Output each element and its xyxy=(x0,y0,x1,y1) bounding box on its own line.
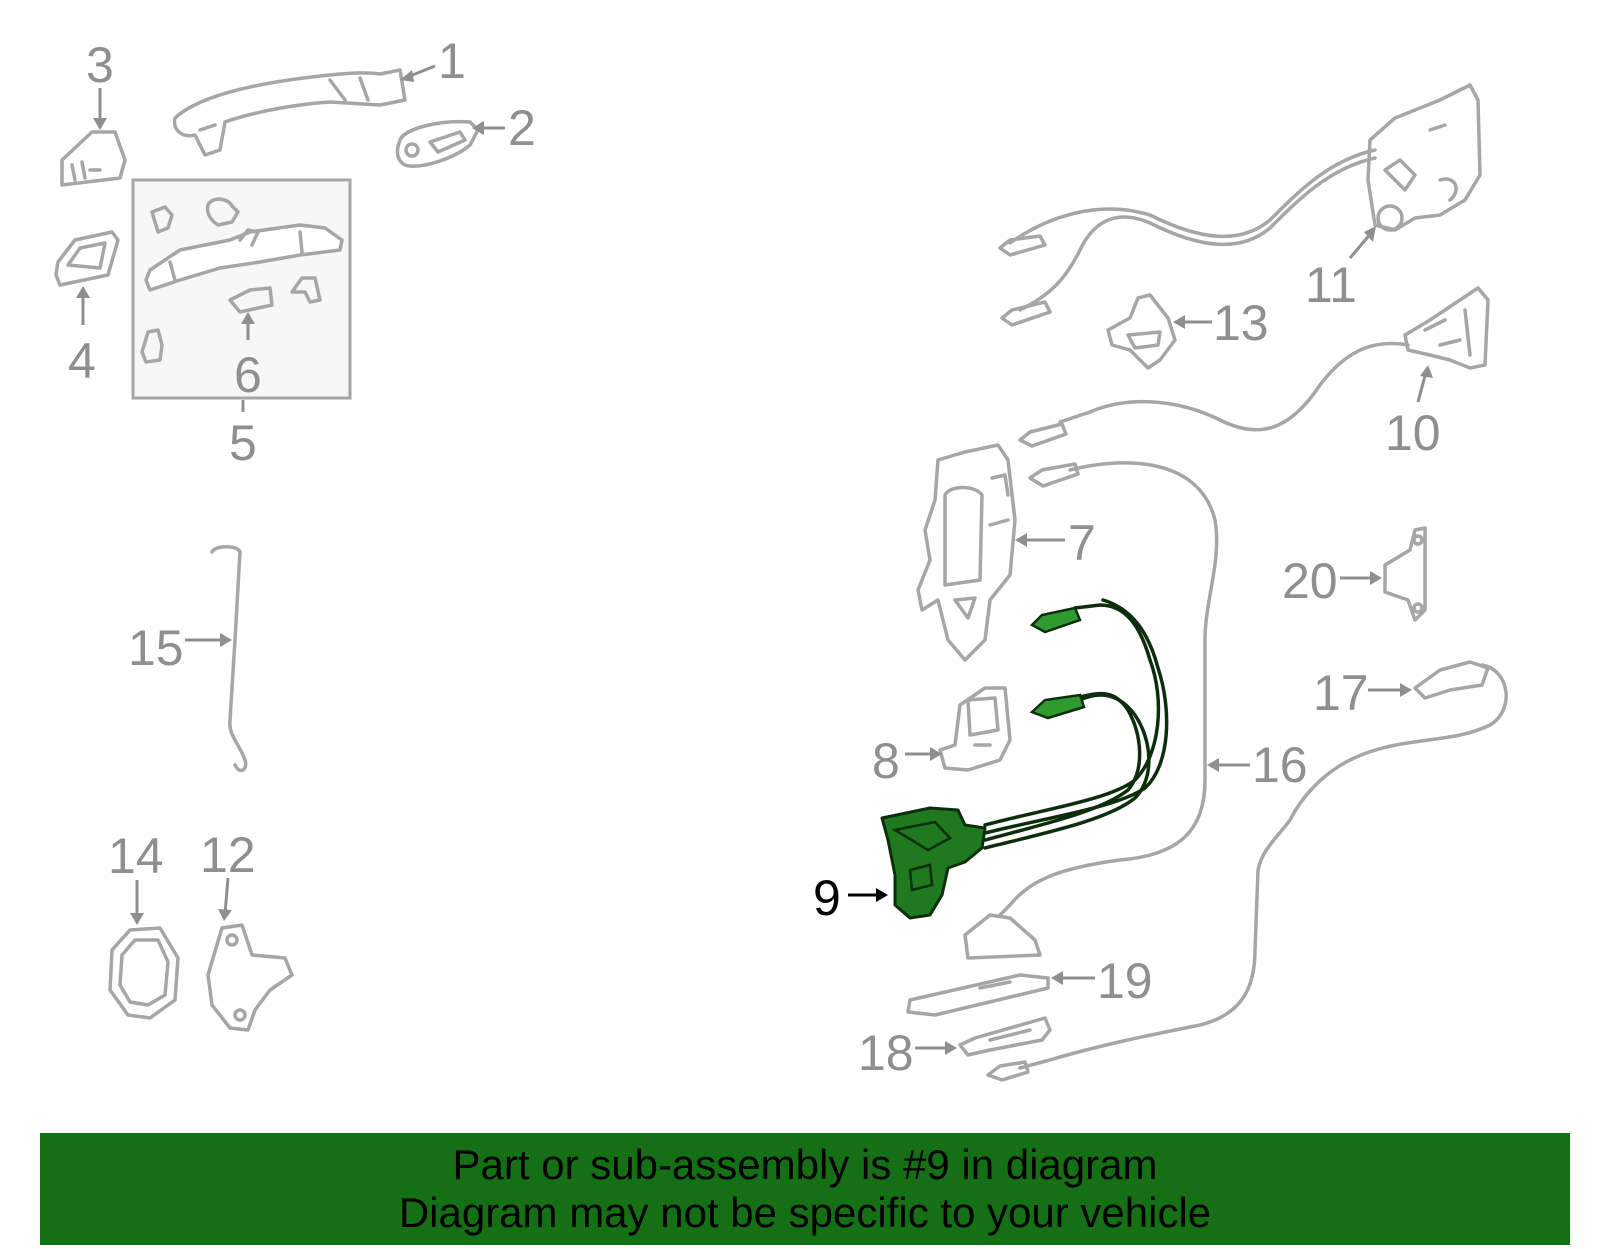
part-3-cover[interactable] xyxy=(60,130,127,187)
callout-1: 1 xyxy=(400,33,466,89)
part-15-rod[interactable] xyxy=(210,545,248,773)
part-7-lock-actuator[interactable] xyxy=(916,443,1017,662)
part-11-latch-assembly[interactable] xyxy=(998,83,1482,327)
svg-text:13: 13 xyxy=(1213,295,1269,351)
part-10-latch-cable[interactable] xyxy=(1018,286,1490,448)
banner-part-notice: Part or sub-assembly is #9 in diagram xyxy=(452,1141,1158,1188)
svg-text:12: 12 xyxy=(200,827,256,883)
part-14-seal[interactable] xyxy=(108,926,180,1020)
callout-4: 4 xyxy=(68,286,96,389)
part-9-latch-highlighted[interactable] xyxy=(880,598,1169,920)
parts-diagram: 1 2 3 4 xyxy=(54,33,1508,1082)
callout-11: 11 xyxy=(1305,226,1376,313)
part-2-escutcheon[interactable] xyxy=(395,119,480,168)
callout-18: 18 xyxy=(858,1025,957,1081)
callout-8: 8 xyxy=(872,733,942,789)
part-8-bracket[interactable] xyxy=(938,686,1012,772)
callout-6: 6 xyxy=(234,312,262,403)
svg-text:19: 19 xyxy=(1097,953,1153,1009)
callout-12: 12 xyxy=(200,827,256,921)
part-20-striker[interactable] xyxy=(1383,526,1427,622)
banner-disclaimer: Diagram may not be specific to your vehi… xyxy=(398,1189,1212,1236)
svg-text:4: 4 xyxy=(68,333,96,389)
part-1-outside-handle[interactable] xyxy=(172,68,407,157)
part-12-bracket[interactable] xyxy=(206,923,294,1032)
callout-19: 19 xyxy=(1051,953,1153,1009)
svg-text:3: 3 xyxy=(86,37,114,93)
svg-text:7: 7 xyxy=(1068,515,1096,571)
svg-text:15: 15 xyxy=(128,620,184,676)
svg-text:17: 17 xyxy=(1313,665,1369,721)
part-17-cable[interactable] xyxy=(986,660,1508,1082)
callout-20: 20 xyxy=(1282,553,1382,609)
svg-text:8: 8 xyxy=(872,733,900,789)
callout-10: 10 xyxy=(1385,365,1441,461)
callout-16: 16 xyxy=(1207,737,1308,793)
callout-7: 7 xyxy=(1015,515,1096,571)
svg-text:2: 2 xyxy=(508,100,536,156)
svg-text:9: 9 xyxy=(813,870,841,926)
svg-text:14: 14 xyxy=(108,828,164,884)
callout-3: 3 xyxy=(86,37,114,130)
callout-13: 13 xyxy=(1173,295,1269,351)
part-16-cable[interactable] xyxy=(963,461,1219,960)
callout-2: 2 xyxy=(472,100,536,156)
part-13-striker[interactable] xyxy=(1106,293,1177,370)
banner-text: Part or sub-assembly is #9 in diagram Di… xyxy=(40,1133,1570,1237)
callout-15: 15 xyxy=(128,620,232,676)
part-5-handle-frame-kit[interactable] xyxy=(131,178,352,400)
svg-text:18: 18 xyxy=(858,1025,914,1081)
svg-text:10: 10 xyxy=(1385,405,1441,461)
callout-14: 14 xyxy=(108,828,164,925)
svg-text:6: 6 xyxy=(234,347,262,403)
callout-9: 9 xyxy=(813,870,888,926)
part-18-inside-handle[interactable] xyxy=(958,1016,1052,1057)
svg-text:5: 5 xyxy=(229,415,257,471)
callout-5: 5 xyxy=(229,400,257,471)
svg-text:16: 16 xyxy=(1252,737,1308,793)
callout-17: 17 xyxy=(1313,665,1412,721)
svg-text:11: 11 xyxy=(1305,257,1357,313)
part-4-pad[interactable] xyxy=(54,230,120,287)
svg-text:1: 1 xyxy=(438,33,466,89)
info-banner: Part or sub-assembly is #9 in diagram Di… xyxy=(40,1133,1570,1245)
svg-text:20: 20 xyxy=(1282,553,1338,609)
part-19-trim[interactable] xyxy=(906,973,1050,1017)
